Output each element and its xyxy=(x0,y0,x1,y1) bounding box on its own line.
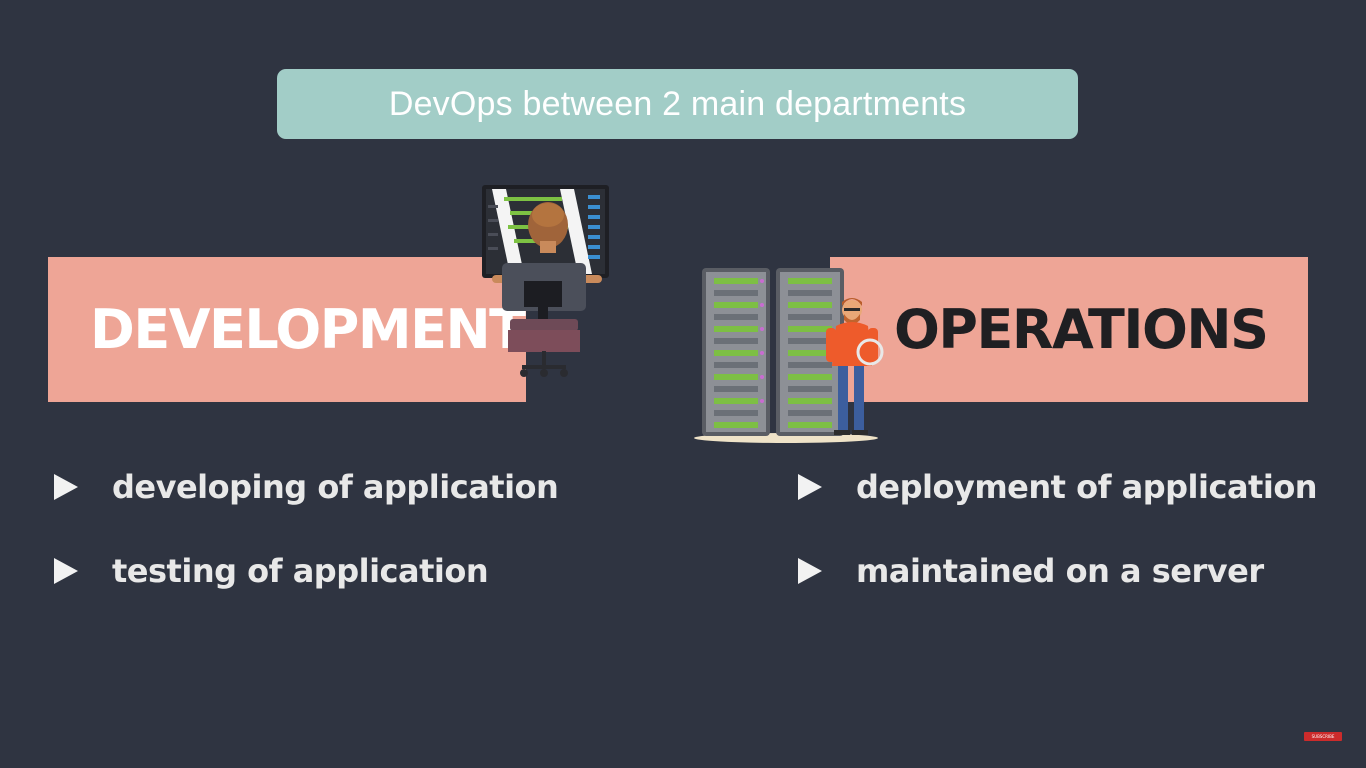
development-bullet-2: testing of application xyxy=(54,552,489,590)
server-rack-engineer-illustration xyxy=(694,268,884,443)
play-triangle-icon xyxy=(798,558,822,584)
slide-title: DevOps between 2 main departments xyxy=(388,84,967,123)
developer-at-computer-illustration xyxy=(482,185,609,377)
operations-banner: OPERATIONS xyxy=(830,257,1308,402)
development-banner: DEVELOPMENT xyxy=(48,257,526,402)
operations-bullet-1: deployment of application xyxy=(798,468,1318,506)
subscribe-button[interactable]: SUBSCRIBE xyxy=(1304,732,1342,741)
development-bullet-1: developing of application xyxy=(54,468,559,506)
bullet-text: maintained on a server xyxy=(856,552,1264,590)
title-banner: DevOps between 2 main departments xyxy=(277,69,1078,139)
development-heading: DEVELOPMENT xyxy=(90,298,526,361)
play-triangle-icon xyxy=(798,474,822,500)
play-triangle-icon xyxy=(54,474,78,500)
bullet-text: testing of application xyxy=(112,552,489,590)
play-triangle-icon xyxy=(54,558,78,584)
bullet-text: developing of application xyxy=(112,468,559,506)
subscribe-label: SUBSCRIBE xyxy=(1311,734,1335,739)
bullet-text: deployment of application xyxy=(856,468,1318,506)
operations-bullet-2: maintained on a server xyxy=(798,552,1264,590)
operations-heading: OPERATIONS xyxy=(894,298,1269,361)
